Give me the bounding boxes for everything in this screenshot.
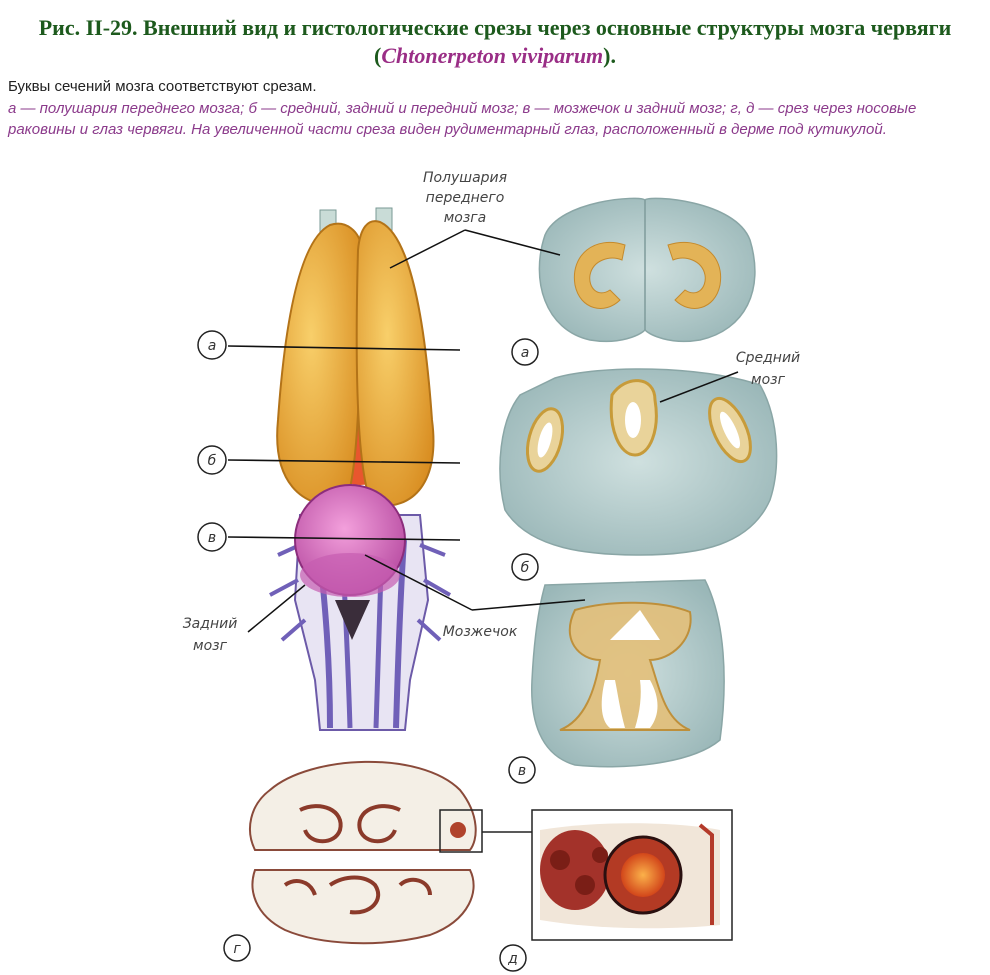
- label-midbrain-line2: мозг: [751, 372, 786, 388]
- section-d-image: [531, 809, 733, 941]
- section-marker-v2: в: [508, 756, 536, 784]
- section-letter-g: г: [233, 941, 241, 957]
- label-forebrain-line2: переднего: [426, 190, 505, 206]
- section-letter-b: б: [208, 453, 217, 469]
- section-a-image: [538, 197, 756, 342]
- section-letter-a: а: [208, 338, 217, 354]
- title-suffix: ).: [603, 43, 616, 68]
- section-letter-a-right: а: [521, 345, 530, 361]
- label-forebrain-line3: мозга: [444, 210, 487, 226]
- brain-dorsal-view: [269, 207, 451, 731]
- section-letter-d: д: [507, 951, 518, 967]
- section-marker-a: а: [197, 330, 227, 360]
- section-letter-v-right: в: [518, 763, 526, 779]
- figure-title: Рис. II-29. Внешний вид и гистологически…: [0, 14, 990, 70]
- section-letter-v: в: [208, 530, 216, 546]
- section-marker-g: г: [223, 934, 251, 962]
- section-b-image: [499, 368, 778, 556]
- label-cerebellum: Мозжечок: [443, 624, 518, 640]
- section-marker-d: д: [499, 944, 527, 972]
- subtitle: Буквы сечений мозга соответствуют срезам…: [8, 78, 317, 95]
- section-marker-v: в: [197, 522, 227, 552]
- caption: а — полушария переднего мозга; б — средн…: [8, 100, 917, 138]
- section-marker-a2: а: [511, 338, 539, 366]
- label-forebrain-line1: Полушария: [423, 170, 507, 186]
- section-marker-b: б: [197, 445, 227, 475]
- section-g-image: [249, 760, 483, 945]
- title-prefix: Рис. II-29. Внешний вид и гистологически…: [38, 15, 952, 68]
- label-hindbrain-line1: Задний: [183, 616, 238, 632]
- section-v-image: [531, 579, 725, 768]
- section-letter-b-right: б: [521, 560, 530, 576]
- title-species: Chtonerpeton viviparum: [381, 43, 604, 68]
- label-hindbrain-line2: мозг: [193, 638, 228, 654]
- label-midbrain-line1: Средний: [736, 350, 800, 366]
- left-hemisphere: [276, 222, 364, 507]
- section-marker-b2: б: [511, 553, 539, 581]
